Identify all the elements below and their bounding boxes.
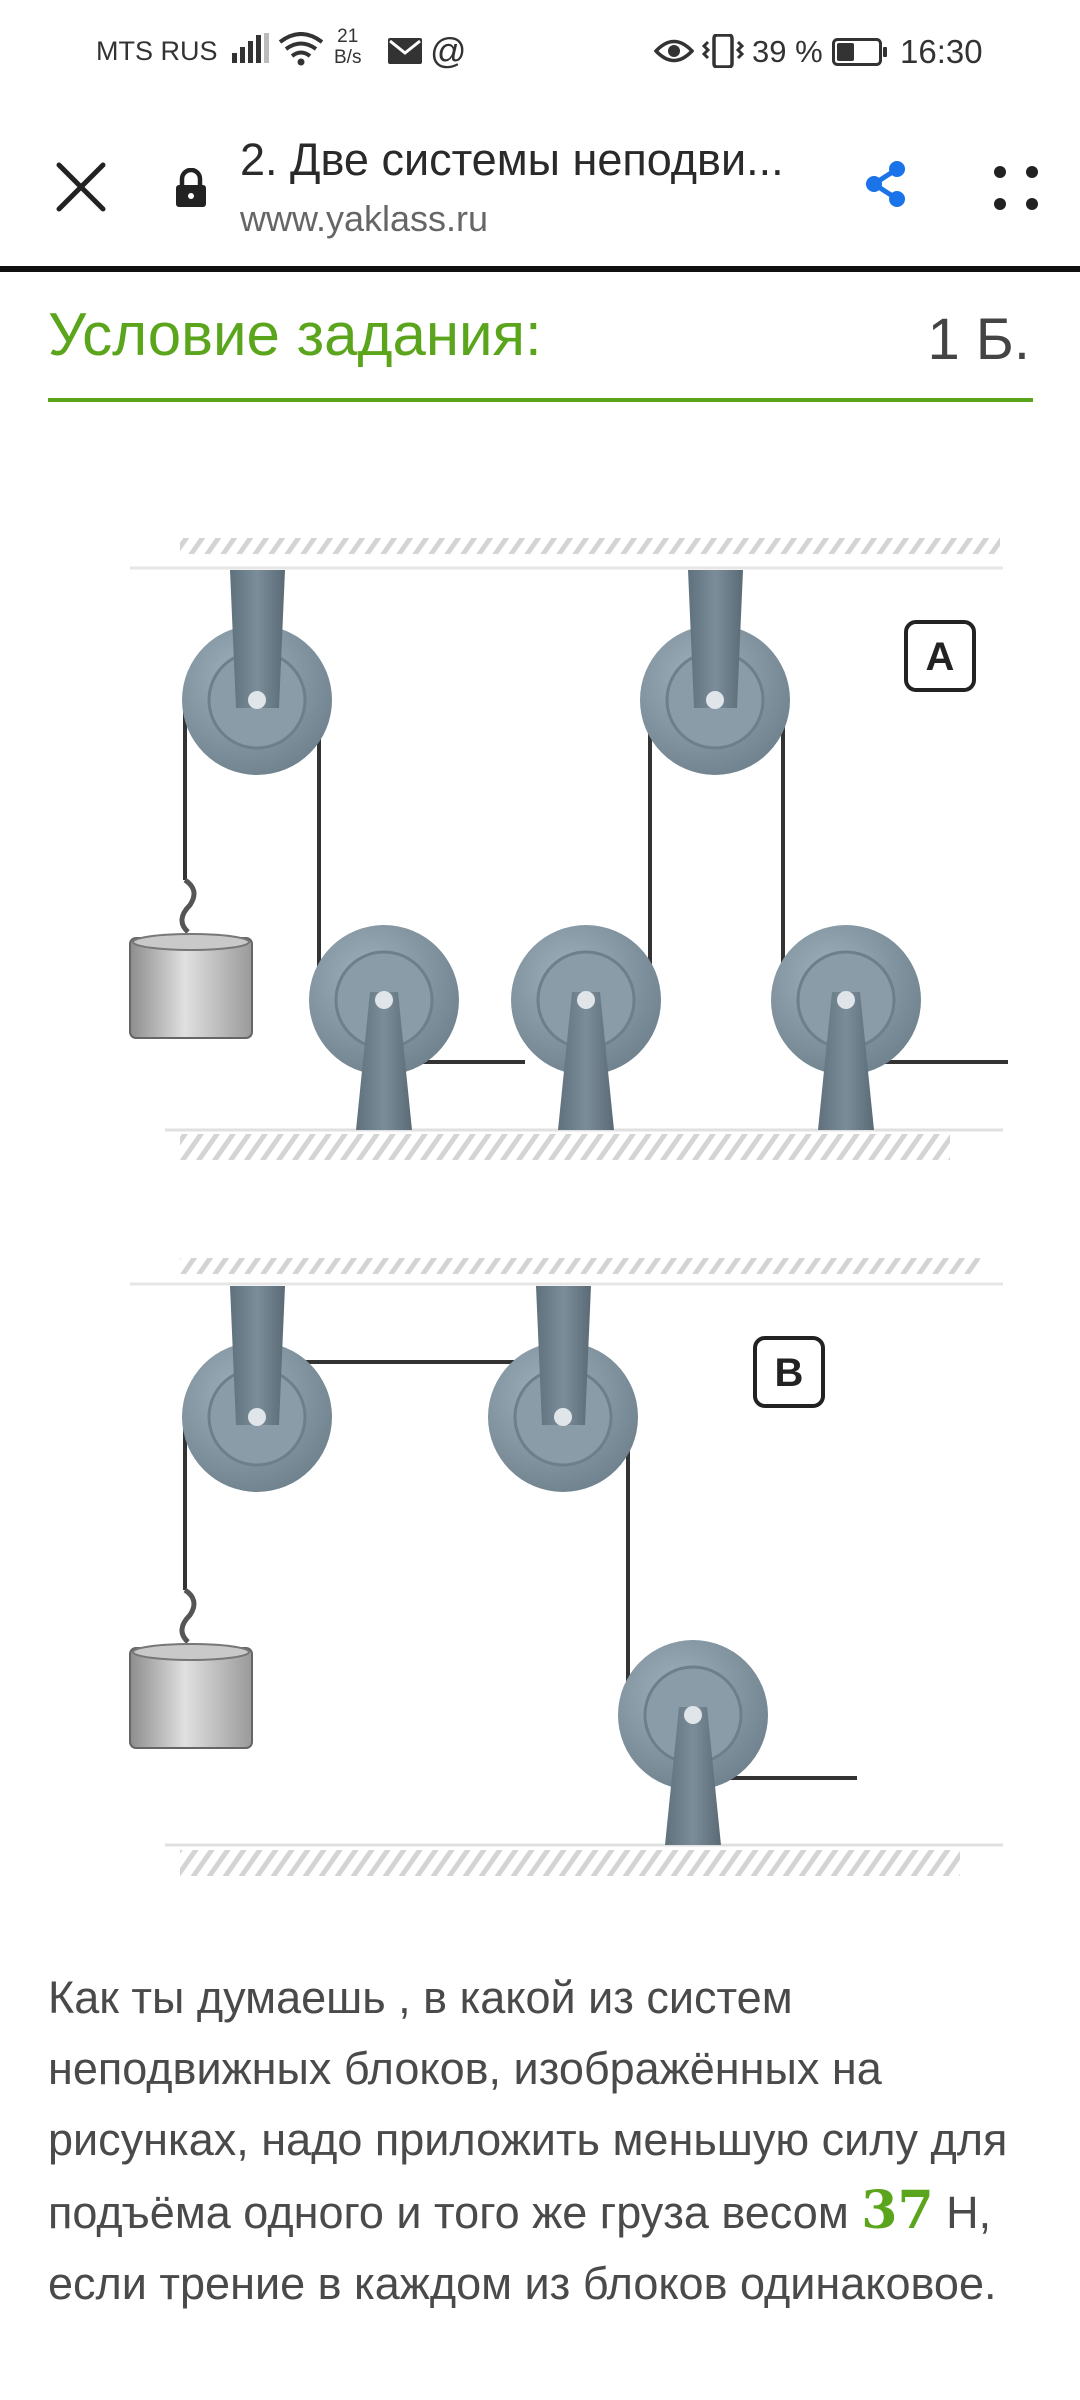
network-speed: 21 B/s	[334, 26, 361, 68]
system-a: A	[129, 538, 1008, 1160]
system-a-label: A	[904, 620, 976, 692]
carrier-name: MTS RUS	[96, 36, 218, 66]
close-icon[interactable]	[56, 162, 106, 212]
at-icon: @	[430, 30, 467, 71]
wifi-icon	[278, 32, 324, 66]
floor-hatch-b	[180, 1850, 960, 1876]
question-text-after: Н, если трение в каждом из блоков одинак…	[48, 2187, 997, 2309]
page-title: 2. Две системы неподви...	[240, 134, 784, 185]
clock: 16:30	[900, 33, 983, 70]
task-points: 1 Б.	[927, 307, 1030, 372]
question-text: Как ты думаешь , в какой из систем непод…	[48, 1962, 1038, 2319]
toolbar-divider	[0, 266, 1080, 272]
question-text-before: Как ты думаешь , в какой из систем непод…	[48, 1972, 1008, 2238]
rope-b	[183, 1360, 857, 1780]
fixed-pulley-ceiling-1	[182, 570, 332, 775]
pulley-systems-figure: A	[129, 538, 1008, 1876]
speed-value: 21	[337, 26, 359, 47]
label-b: B	[775, 1351, 804, 1395]
fixed-pulley-ceiling-4	[488, 1286, 638, 1492]
task-heading: Условие задания:	[48, 301, 542, 368]
weight-b	[129, 1587, 253, 1749]
browser-toolbar: 2. Две системы неподви... www.yaklass.ru	[0, 104, 1080, 267]
system-b: B	[129, 1258, 1003, 1876]
fixed-pulley-floor-3	[771, 925, 921, 1130]
weight-value: 37	[861, 2180, 934, 2241]
vibrate-icon	[701, 34, 745, 68]
fixed-pulley-floor-2	[511, 925, 661, 1130]
heading-divider	[48, 398, 1033, 402]
system-b-label: B	[753, 1336, 825, 1408]
fixed-pulley-ceiling-3	[182, 1286, 332, 1492]
ceiling-hatch	[180, 538, 1000, 554]
lock-icon	[176, 168, 206, 207]
page-url[interactable]: www.yaklass.ru	[240, 198, 489, 239]
speed-unit: B/s	[334, 47, 362, 68]
status-bar: MTS RUS 21 B/s @ 39 % 16:30	[0, 0, 1080, 104]
mail-icon	[388, 38, 422, 64]
fixed-pulley-floor-1	[309, 925, 459, 1130]
eye-icon	[654, 39, 694, 63]
label-a: A	[926, 635, 955, 679]
battery-icon	[832, 38, 887, 66]
fixed-pulley-floor-4	[618, 1640, 768, 1845]
battery-percent: 39 %	[752, 34, 823, 69]
weight-a	[129, 877, 253, 1039]
ceiling-hatch-b	[180, 1258, 980, 1274]
more-icon[interactable]	[992, 164, 1040, 212]
fixed-pulley-ceiling-2	[640, 570, 790, 775]
floor-hatch	[180, 1134, 950, 1160]
share-icon[interactable]	[864, 160, 908, 208]
signal-icon	[232, 33, 269, 63]
